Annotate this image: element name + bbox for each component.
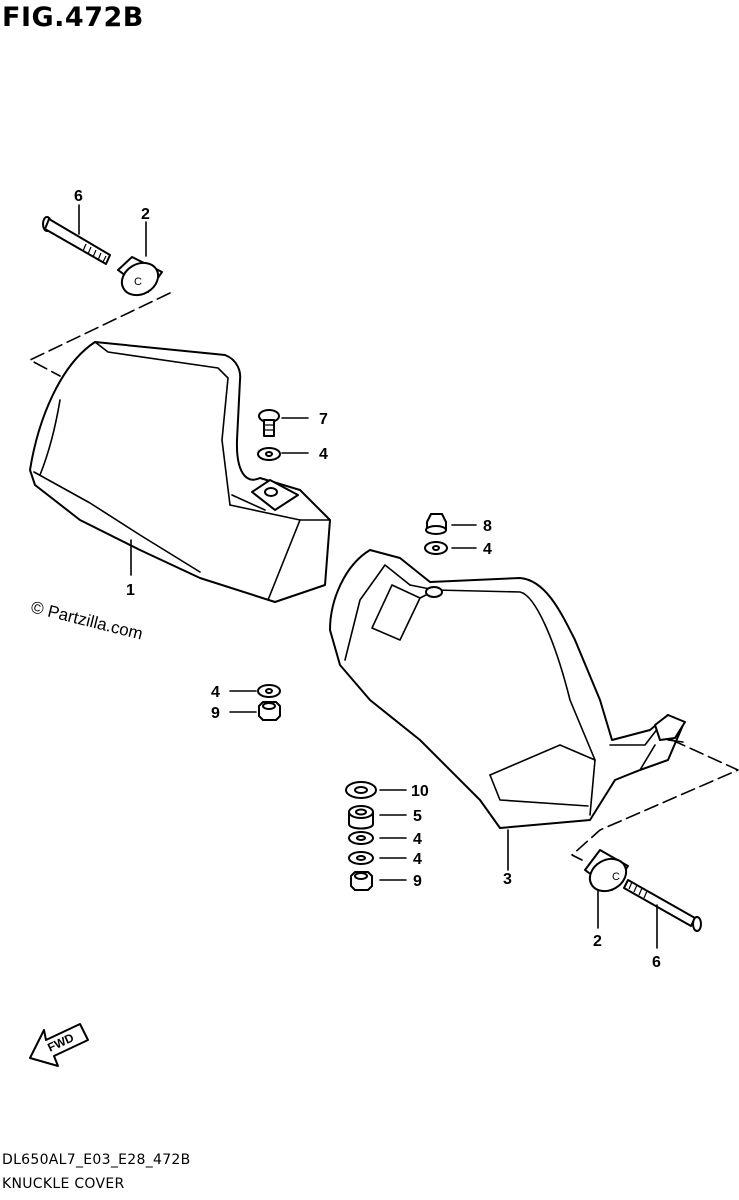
callout-2-upper: 2 [141, 206, 150, 223]
bolt-6-upper[interactable] [42, 216, 111, 265]
svg-text:C: C [612, 871, 620, 883]
washer-4-e[interactable] [348, 851, 374, 865]
washer-4-b[interactable] [424, 541, 448, 555]
callout-1: 1 [126, 582, 135, 599]
washer-4-a[interactable] [257, 447, 281, 461]
washer-10[interactable] [345, 781, 377, 799]
callout-4-e: 4 [413, 851, 422, 868]
callout-4-d: 4 [413, 831, 422, 848]
callout-10: 10 [411, 783, 429, 800]
washer-4-d[interactable] [348, 831, 374, 845]
callout-8: 8 [483, 518, 492, 535]
callout-6-upper: 6 [74, 188, 83, 205]
nut-9-b[interactable] [350, 871, 373, 891]
callout-4-b: 4 [483, 541, 492, 558]
callout-4-a: 4 [319, 446, 328, 463]
callout-2-lower: 2 [593, 933, 602, 950]
model-code: DL650AL7_E03_E28_472B [2, 1152, 191, 1168]
callout-9-a: 9 [211, 705, 220, 722]
knuckle-cover-right[interactable] [329, 549, 686, 829]
section-name: KNUCKLE COVER [2, 1176, 125, 1192]
screw-7[interactable] [258, 409, 280, 437]
callout-6-lower: 6 [652, 954, 661, 971]
callout-4-c: 4 [211, 684, 220, 701]
fwd-arrow-icon: FWD [29, 1023, 89, 1067]
grommet-2-upper[interactable]: C [116, 256, 164, 302]
bolt-6-lower[interactable] [623, 879, 702, 932]
cap-nut-8[interactable] [425, 513, 447, 535]
callout-5: 5 [413, 808, 422, 825]
washer-4-c[interactable] [257, 684, 281, 698]
callout-3: 3 [503, 871, 512, 888]
callout-9-b: 9 [413, 873, 422, 890]
callout-7: 7 [319, 411, 328, 428]
nut-9-a[interactable] [258, 701, 281, 721]
figure-title: FIG.472B [2, 2, 144, 33]
grommet-2-lower[interactable]: C [584, 849, 632, 897]
svg-text:C: C [134, 276, 142, 288]
watermark-text: © Partzilla.com [29, 597, 145, 643]
knuckle-cover-left[interactable] [29, 341, 331, 603]
collar-5[interactable] [348, 805, 374, 830]
